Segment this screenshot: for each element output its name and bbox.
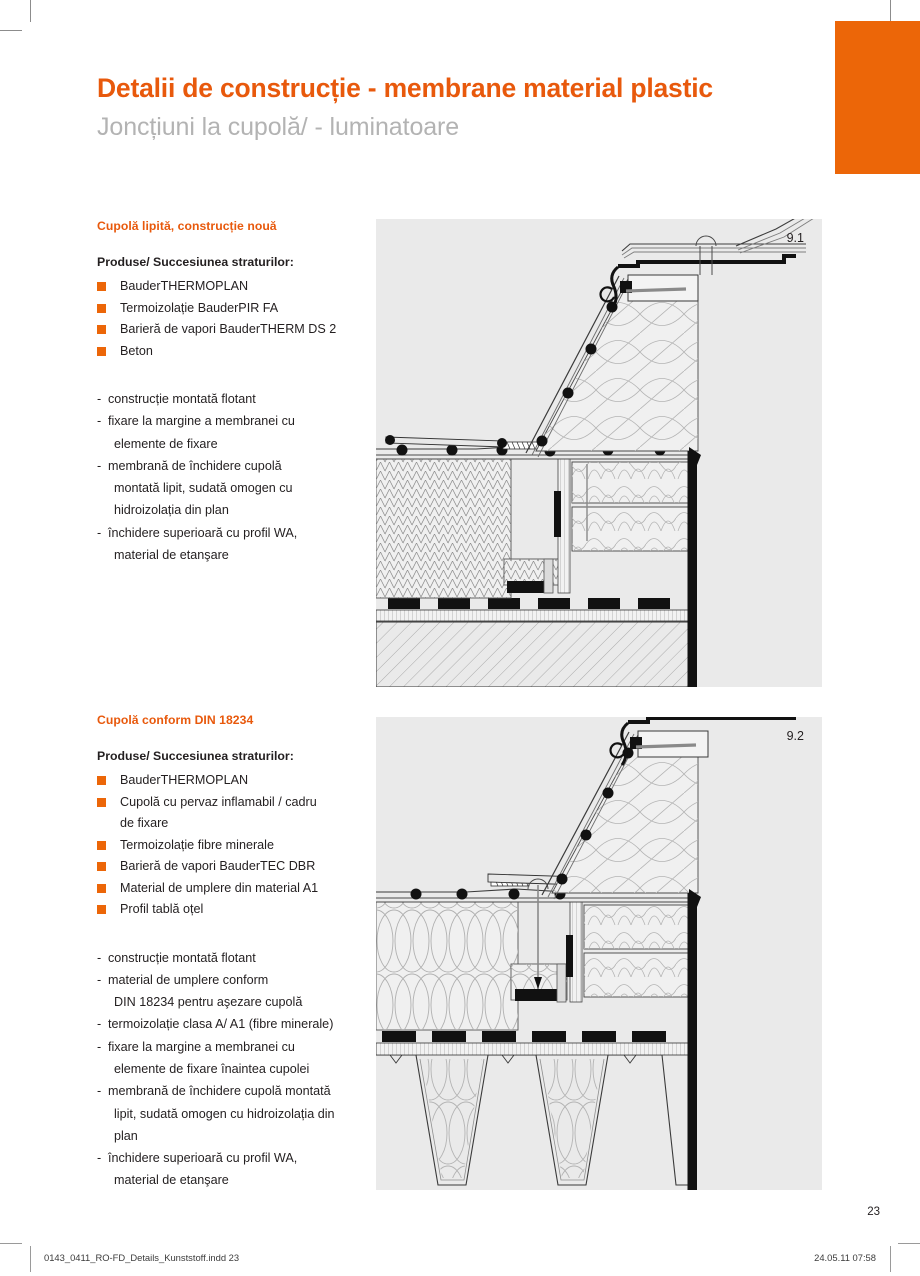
list-item: Termoizolație fibre minerale — [97, 835, 372, 857]
figure-9-2-drawing — [376, 717, 796, 1190]
bullet-square-icon — [97, 840, 106, 850]
list-item: Termoizolație BauderPIR FA — [97, 298, 372, 320]
page-title: Detalii de construcție - membrane materi… — [97, 73, 713, 103]
list-item: -membrană de închidere cupolă montată lip… — [97, 455, 372, 522]
section-2-heading: Cupolă conform DIN 18234 — [97, 713, 254, 727]
trim-rule-gap — [22, 1243, 898, 1244]
folio-page-number: 23 — [867, 1206, 880, 1218]
dash-marker: - — [97, 414, 102, 429]
note-line: închidere superioară cu profil WA, — [108, 525, 298, 540]
product-text: Termoizolație fibre minerale — [120, 837, 274, 852]
product-text: Beton — [120, 343, 153, 358]
dash-marker: - — [97, 1084, 102, 1099]
list-item: -construcție montată flotant — [97, 388, 372, 410]
bullet-square-icon — [97, 776, 106, 785]
note-line: plan — [114, 1128, 138, 1143]
chapter-thumb-tab — [835, 21, 920, 174]
note-line: fixare la margine a membranei cu — [108, 1039, 295, 1054]
product-text-cont: de fixare — [120, 816, 169, 830]
slug-timestamp: 24.05.11 07:58 — [814, 1252, 876, 1263]
product-text: Barieră de vapori BauderTEC DBR — [120, 859, 316, 873]
bullet-square-icon — [97, 797, 106, 807]
dash-marker: - — [97, 950, 102, 965]
product-text: Termoizolație BauderPIR FA — [120, 300, 279, 315]
bullet-square-icon — [97, 303, 106, 313]
note-line: DIN 18234 pentru aşezare cupolă — [114, 995, 303, 1010]
figure-9-1-label: 9.1 — [786, 231, 804, 245]
note-line: hidroizolația din plan — [114, 503, 229, 518]
note-line: membrană de închidere cupolă montată — [108, 1084, 331, 1099]
section-1-notes-list: -construcție montată flotant -fixare la … — [97, 388, 372, 566]
list-item: -închidere superioară cu profil WA, mater… — [97, 522, 372, 567]
dash-marker: - — [97, 1039, 102, 1054]
section-1-text-column: Cupolă lipită, construcție nouă Produse/… — [97, 219, 372, 566]
section-2-product-list: BauderTHERMOPLAN Cupolă cu pervaz inflam… — [97, 770, 372, 921]
bullet-square-icon — [97, 883, 106, 893]
note-line: închidere superioară cu profil WA, — [108, 1151, 298, 1166]
list-item: Beton — [97, 341, 372, 363]
page-subtitle: Joncțiuni la cupolă/ - luminatoare — [97, 113, 460, 141]
dash-marker: - — [97, 972, 102, 987]
list-item: Profil tablă oțel — [97, 899, 372, 921]
note-line: termoizolație clasa A/ A1 (fibre mineral… — [108, 1017, 334, 1032]
product-text: BauderTHERMOPLAN — [120, 773, 249, 787]
section-1-heading: Cupolă lipită, construcție nouă — [97, 219, 277, 233]
note-line: elemente de fixare înaintea cupolei — [114, 1061, 310, 1076]
product-text: Profil tablă oțel — [120, 902, 204, 916]
product-text: Barieră de vapori BauderTHERM DS 2 — [120, 322, 337, 336]
list-item: BauderTHERMOPLAN — [97, 770, 372, 792]
product-text: BauderTHERMOPLAN — [120, 279, 249, 293]
figure-9-1: 9.1 — [376, 219, 822, 687]
list-item: Cupolă cu pervaz inflamabil / cadru de fi… — [97, 792, 372, 835]
slug-rule-left — [30, 1246, 31, 1272]
crop-mark-top-left-vertical — [30, 0, 31, 22]
product-text: Material de umplere din material A1 — [120, 880, 319, 895]
list-item: -termoizolație clasa A/ A1 (fibre minera… — [97, 1013, 372, 1035]
note-line: lipit, sudată omogen cu hidroizolația di… — [114, 1106, 335, 1121]
note-line: montată lipit, sudată omogen cu — [114, 481, 293, 496]
section-2-text-column: Cupolă conform DIN 18234 Produse/ Succes… — [97, 713, 372, 1192]
note-line: material de etanşare — [114, 548, 229, 563]
crop-mark-top-right-vertical — [890, 0, 891, 22]
dash-marker: - — [97, 458, 102, 473]
dash-marker: - — [97, 392, 102, 406]
product-text: Cupolă cu pervaz inflamabil / cadru — [120, 794, 317, 809]
list-item: -membrană de închidere cupolă montată lip… — [97, 1080, 372, 1147]
note-line: elemente de fixare — [114, 436, 218, 451]
slug-filename: 0143_0411_RO-FD_Details_Kunststoff.indd … — [44, 1252, 240, 1263]
list-item: BauderTHERMOPLAN — [97, 276, 372, 298]
list-item: Barieră de vapori BauderTEC DBR — [97, 856, 372, 878]
bullet-square-icon — [97, 862, 106, 871]
list-item: Material de umplere din material A1 — [97, 878, 372, 900]
note-line: construcție montată flotant — [108, 950, 256, 965]
note-line: membrană de închidere cupolă — [108, 458, 282, 473]
list-item: -fixare la margine a membranei cu element… — [97, 1036, 372, 1081]
section-1-products-label: Produse/ Succesiunea straturilor: — [97, 255, 294, 269]
figure-9-1-drawing — [376, 219, 814, 687]
note-line: construcție montată flotant — [108, 392, 256, 406]
note-line: material de umplere conform — [108, 972, 269, 987]
dash-marker: - — [97, 525, 102, 540]
list-item: Barieră de vapori BauderTHERM DS 2 — [97, 319, 372, 341]
figure-9-2-label: 9.2 — [786, 729, 804, 743]
bullet-square-icon — [97, 325, 106, 334]
section-2-products-label: Produse/ Succesiunea straturilor: — [97, 749, 294, 763]
dash-marker: - — [97, 1151, 102, 1166]
bullet-square-icon — [97, 905, 106, 914]
note-line: material de etanşare — [114, 1173, 229, 1188]
dash-marker: - — [97, 1017, 102, 1032]
list-item: -fixare la margine a membranei cu element… — [97, 410, 372, 455]
figure-9-2: 9.2 — [376, 717, 822, 1190]
section-1-product-list: BauderTHERMOPLAN Termoizolație BauderPIR… — [97, 276, 372, 362]
slug-rule-right — [890, 1246, 891, 1272]
note-line: fixare la margine a membranei cu — [108, 414, 295, 429]
bullet-square-icon — [97, 282, 106, 291]
section-2-notes-list: -construcție montată flotant -material d… — [97, 947, 372, 1192]
list-item: -construcție montată flotant — [97, 947, 372, 969]
bullet-square-icon — [97, 346, 106, 356]
list-item: -închidere superioară cu profil WA, mater… — [97, 1147, 372, 1192]
crop-mark-top-left-horizontal — [0, 30, 22, 31]
